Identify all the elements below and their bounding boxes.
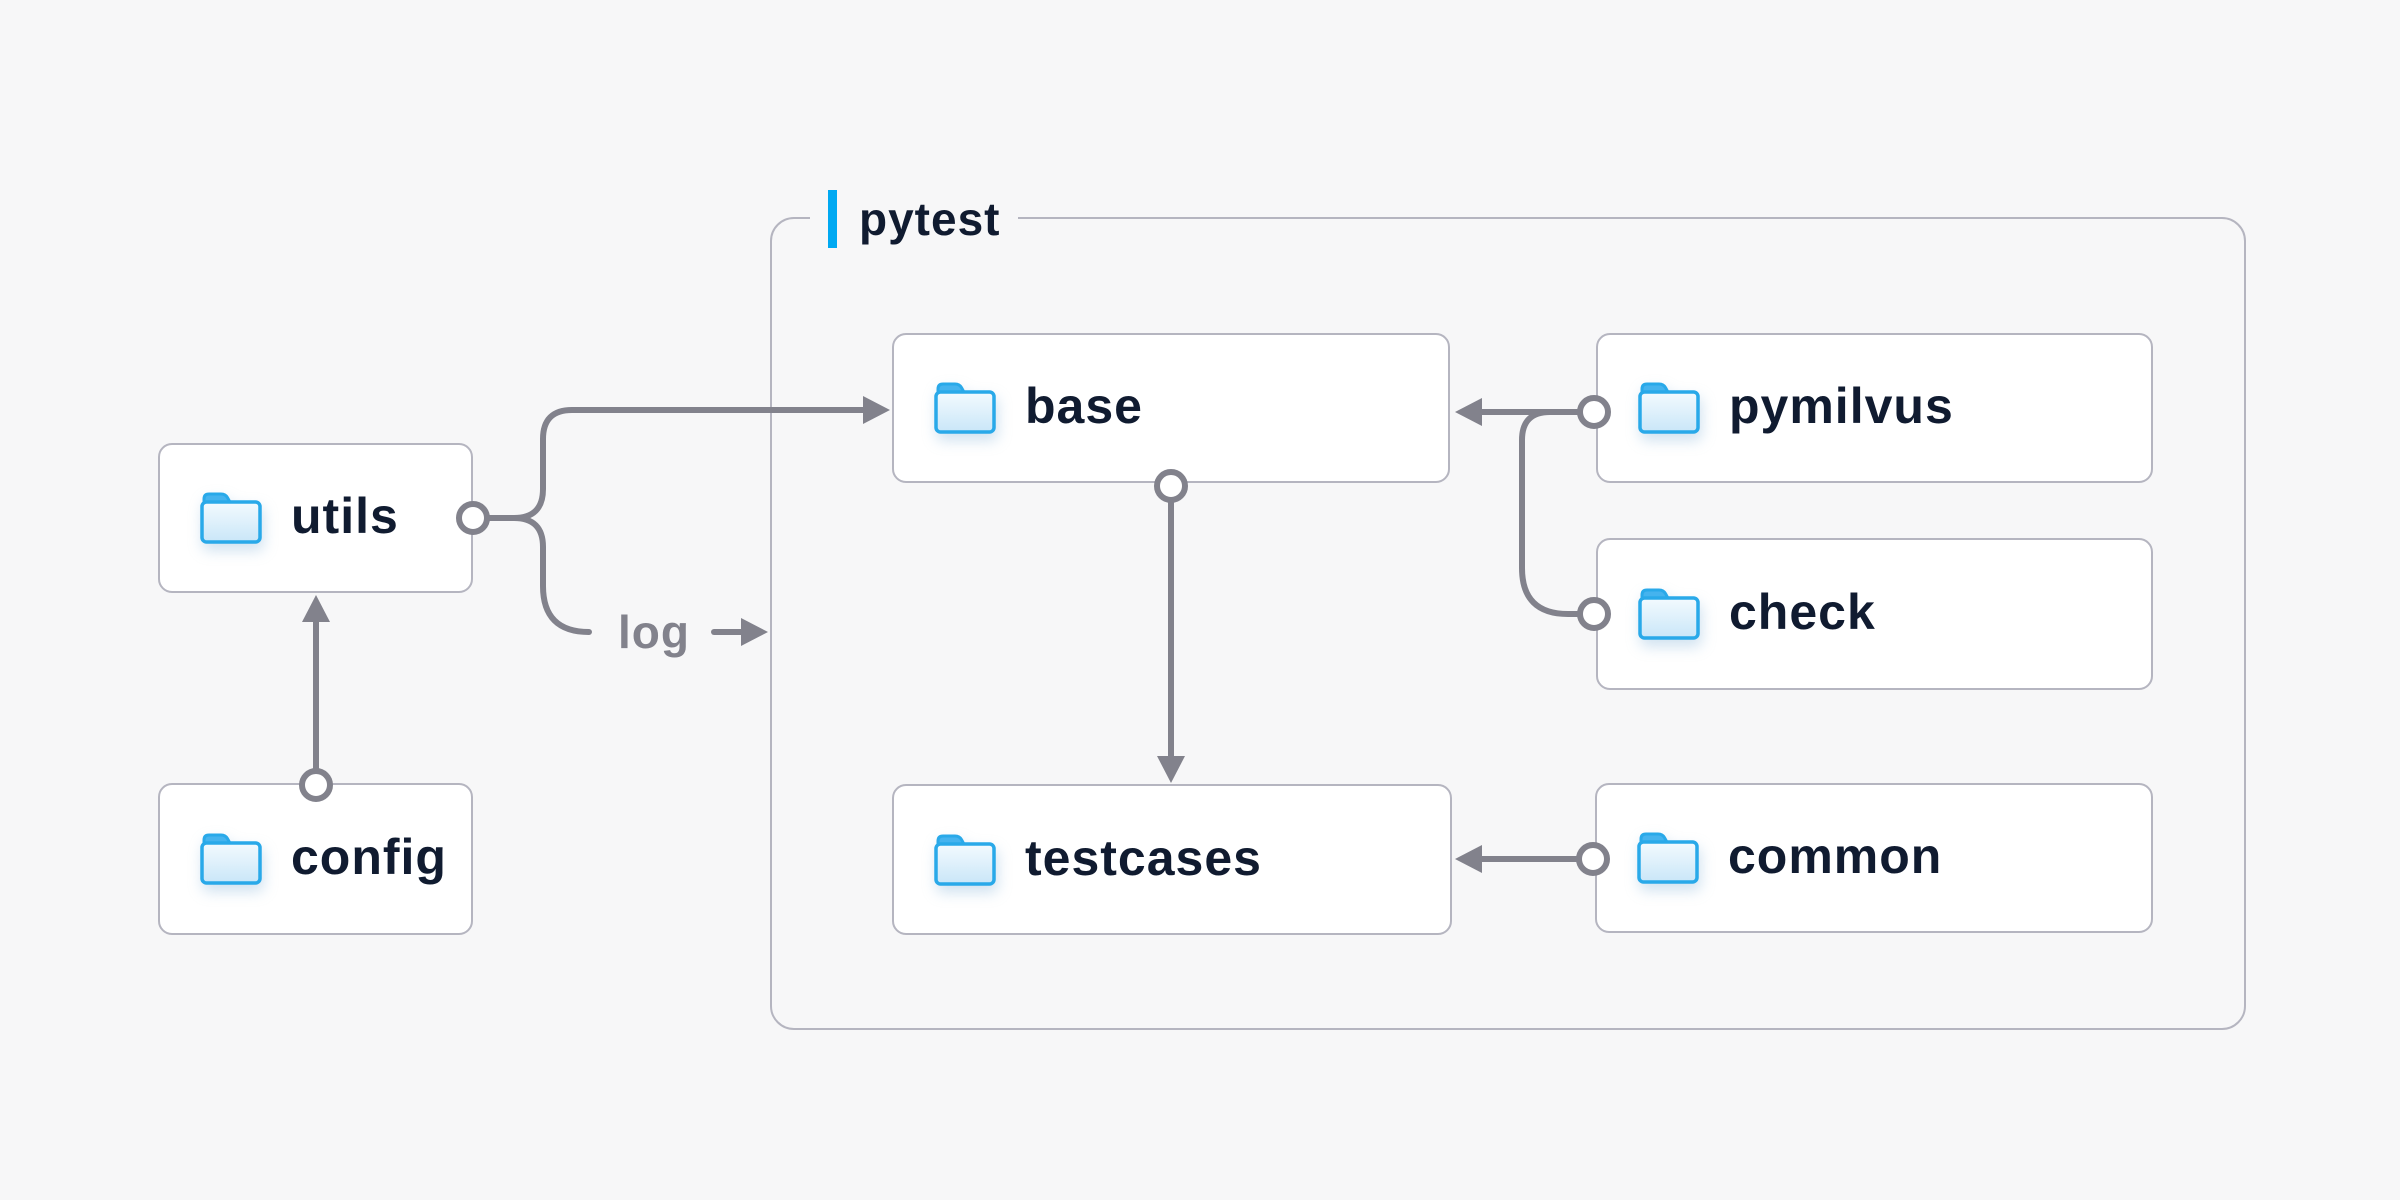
node-common: common: [1595, 783, 2153, 933]
accent-bar: [828, 190, 837, 248]
folder-icon: [200, 492, 262, 544]
arrowhead-up: [302, 595, 330, 622]
node-utils-label: utils: [291, 488, 399, 544]
node-base: base: [892, 333, 1450, 483]
group-pytest: pytest: [770, 188, 2246, 1030]
edge-label-log: log: [618, 606, 690, 658]
folder-icon: [200, 833, 262, 885]
arrowhead-right: [741, 618, 768, 646]
folder-icon: [934, 382, 996, 434]
node-config-label: config: [291, 829, 447, 885]
node-utils: utils: [158, 443, 473, 593]
folder-icon: [1638, 588, 1700, 640]
folder-icon: [1637, 832, 1699, 884]
node-base-label: base: [1025, 378, 1143, 434]
node-testcases: testcases: [892, 784, 1452, 935]
node-common-label: common: [1728, 828, 1943, 884]
node-pymilvus: pymilvus: [1596, 333, 2153, 483]
group-pytest-label: pytest: [810, 188, 1019, 250]
node-check-label: check: [1729, 584, 1876, 640]
node-testcases-label: testcases: [1025, 829, 1262, 886]
edge-utils-log: [484, 515, 592, 635]
folder-icon: [934, 833, 996, 886]
node-check: check: [1596, 538, 2153, 690]
group-title: pytest: [859, 193, 1001, 245]
folder-icon: [1638, 382, 1700, 434]
node-pymilvus-label: pymilvus: [1729, 378, 1954, 434]
node-config: config: [158, 783, 473, 935]
